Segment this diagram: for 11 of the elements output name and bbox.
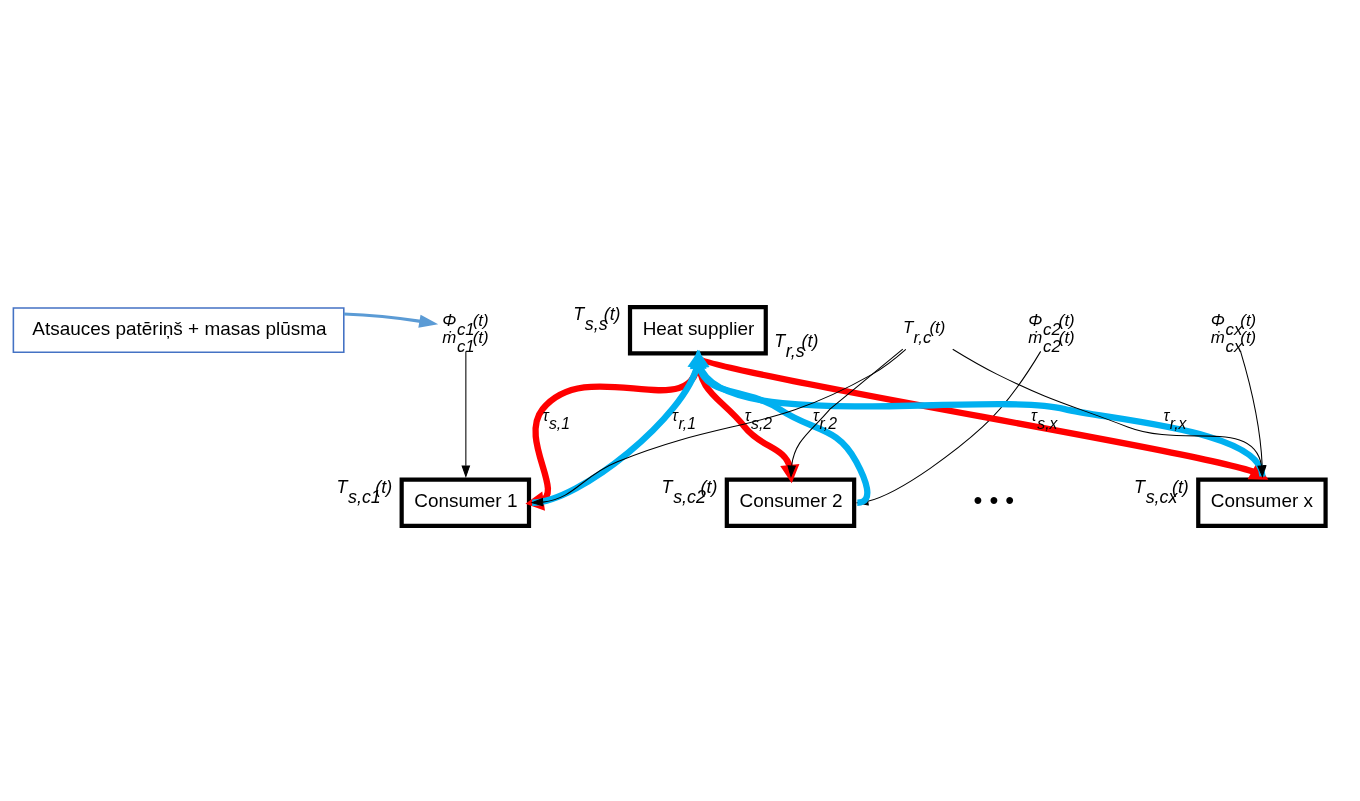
node-box: Atsauces patēriņš + masas plūsma	[12, 306, 345, 353]
arrow	[952, 348, 1266, 478]
arrow	[787, 348, 904, 478]
node-box: Consumer 2	[724, 477, 857, 528]
arrow	[343, 311, 439, 328]
arrow	[461, 350, 471, 478]
node-box: Consumer x	[1196, 477, 1328, 528]
node-box: Consumer 1	[399, 477, 532, 528]
label: • • •	[973, 485, 1015, 514]
arrow	[1240, 350, 1267, 478]
node-box: Heat supplier	[627, 304, 768, 355]
